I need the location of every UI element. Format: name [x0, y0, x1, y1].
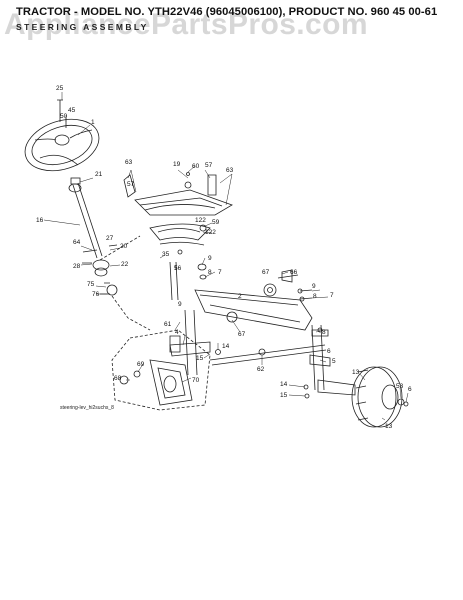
part-label: 8: [322, 329, 326, 336]
part-label: 76: [92, 291, 100, 298]
steering-bracket-drawing: [123, 172, 233, 216]
part-label: 75: [87, 281, 95, 288]
part-label: 63: [226, 167, 234, 174]
part-labels: 25 45 50 1 21 16 64 27 20 28 22 75 76 63…: [36, 85, 412, 430]
part-label: 57: [127, 181, 135, 188]
page-title: TRACTOR - MODEL NO. YTH22V46 (9604500610…: [16, 6, 438, 18]
part-label: 6: [327, 348, 331, 355]
part-label: 7: [330, 292, 334, 299]
part-label: 2: [238, 293, 242, 300]
part-label: 22: [121, 261, 129, 268]
part-label: 15: [280, 392, 288, 399]
part-label: 59: [212, 219, 220, 226]
part-label: 57: [205, 162, 213, 169]
diagram-code: steering-lev_hi2suchs_8: [60, 405, 114, 411]
part-label: 1: [91, 119, 95, 126]
part-label: 50: [60, 113, 68, 120]
front-wheel-drawing: [351, 366, 409, 428]
part-label: 15: [196, 355, 204, 362]
part-label: 9: [208, 255, 212, 262]
part-label: 67: [262, 269, 270, 276]
part-label: 45: [68, 107, 76, 114]
part-label: 62: [257, 366, 265, 373]
part-label: 7: [218, 269, 222, 276]
part-label: 67: [238, 331, 246, 338]
part-label: 27: [106, 235, 114, 242]
part-label: 122: [205, 229, 216, 236]
part-label: 8: [208, 269, 212, 276]
part-label: 8: [313, 293, 317, 300]
part-label: 25: [56, 85, 64, 92]
part-label: 63: [125, 159, 133, 166]
part-label: 64: [73, 239, 81, 246]
steering-shaft-drawing: [68, 177, 118, 296]
part-label: 60: [192, 163, 200, 170]
front-axle-drawing: [194, 269, 313, 331]
part-label: 4: [175, 329, 179, 336]
part-label: 35: [162, 251, 170, 258]
part-label: 70: [192, 377, 200, 384]
part-label: 16: [36, 217, 44, 224]
leader-lines: [43, 92, 409, 421]
part-label: 53: [396, 383, 404, 390]
part-label: 19: [173, 161, 181, 168]
part-label: 21: [95, 171, 103, 178]
part-label: 66: [290, 269, 298, 276]
part-label: 13: [385, 423, 393, 430]
drag-link-drawing: [169, 261, 207, 301]
part-label: 20: [120, 243, 128, 250]
part-label: 14: [222, 343, 230, 350]
part-label: 56: [174, 265, 182, 272]
left-spindle-drawing: [169, 309, 221, 376]
part-label: 14: [280, 381, 288, 388]
part-label: 68: [114, 375, 122, 382]
steering-arm-plate-drawing: [119, 359, 193, 406]
part-label: 61: [164, 321, 172, 328]
page-subtitle: STEERING ASSEMBLY: [16, 22, 149, 32]
part-label: 69: [137, 361, 145, 368]
part-label: 13: [352, 369, 360, 376]
part-label: 9: [312, 283, 316, 290]
part-label: 122: [195, 217, 206, 224]
part-label: 28: [73, 263, 81, 270]
right-spindle-drawing: [303, 324, 356, 399]
steering-wheel-drawing: [24, 99, 100, 172]
steering-gear-drawing: [149, 223, 211, 255]
part-label: 6: [408, 386, 412, 393]
part-label: 9: [178, 301, 182, 308]
part-label: 5: [332, 358, 336, 365]
